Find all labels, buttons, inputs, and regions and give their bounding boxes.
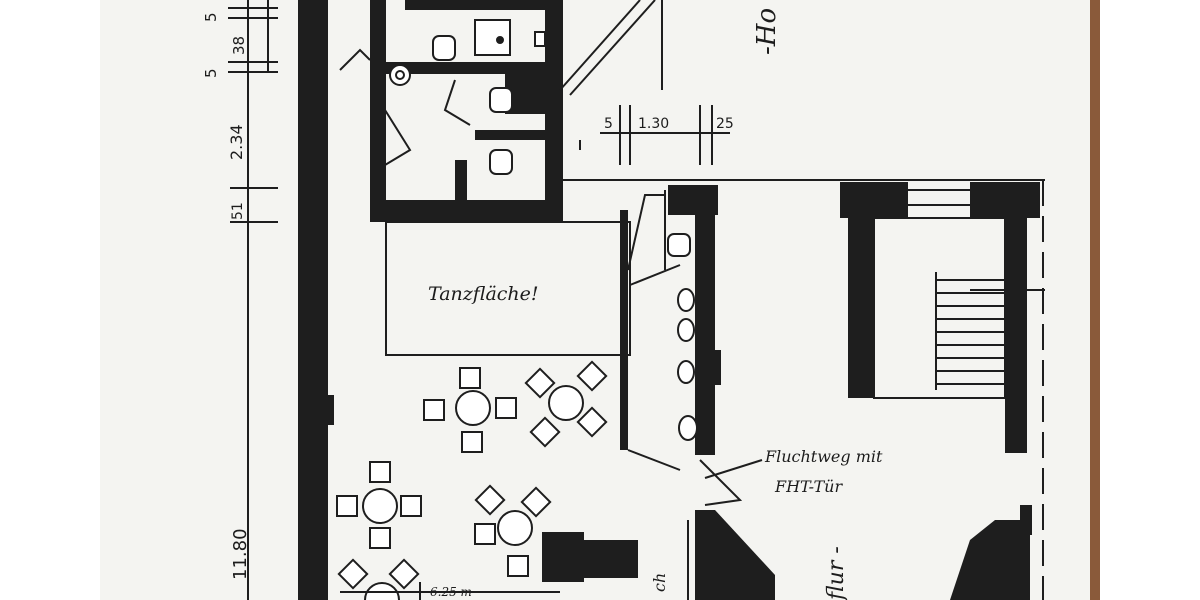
wc-wing-lines (627, 190, 681, 471)
dim-top-5a: 5 (202, 12, 220, 22)
toilet-block-walls (370, 0, 563, 222)
dim-5: 5 (604, 116, 613, 132)
wall-stub (322, 395, 334, 425)
seating-groups (336, 360, 608, 600)
dim-51: 51 (230, 202, 246, 220)
dim-top-5b: 5 (202, 68, 220, 78)
label-corridor: flur - (824, 546, 849, 600)
staircase-steps (935, 272, 1045, 390)
stair-block-walls (840, 182, 1040, 600)
wc-wing-walls (620, 185, 721, 455)
wood-edge (1090, 0, 1100, 600)
upper-diagonal-lines (559, 0, 1045, 181)
bottom-dimension (340, 582, 560, 600)
dim-2-34: 2.34 (227, 124, 246, 160)
escape-route-door (699, 459, 763, 506)
lower-centre-walls (542, 510, 775, 600)
dim-11-80: 11.80 (230, 528, 251, 580)
dim-1-30: 1.30 (638, 116, 669, 132)
frame-left (0, 0, 100, 600)
label-dance-floor: Tanzfläche! (428, 283, 539, 305)
label-escape-route-1: Fluchtweg mit (764, 447, 883, 466)
paper-sheet (100, 0, 1090, 600)
wc-wing-fixtures (667, 233, 698, 441)
dance-floor-area (385, 221, 631, 356)
frame-right (1100, 0, 1200, 600)
label-house-partial: -Ho (752, 8, 782, 55)
dim-25: 25 (716, 116, 734, 132)
toilet-door-swings (339, 48, 471, 166)
label-partial-ch: ch (650, 573, 669, 592)
left-dimension-chain (228, 0, 278, 600)
outer-wall-left (298, 0, 328, 600)
dim-38: 38 (230, 36, 248, 55)
toilet-fixtures (389, 19, 546, 175)
dim-6-25: 6.25 m (430, 585, 472, 599)
stair-block-lines (873, 189, 1006, 399)
label-escape-route-2: FHT-Tür (774, 477, 843, 496)
top-dimension-chain (600, 105, 730, 165)
